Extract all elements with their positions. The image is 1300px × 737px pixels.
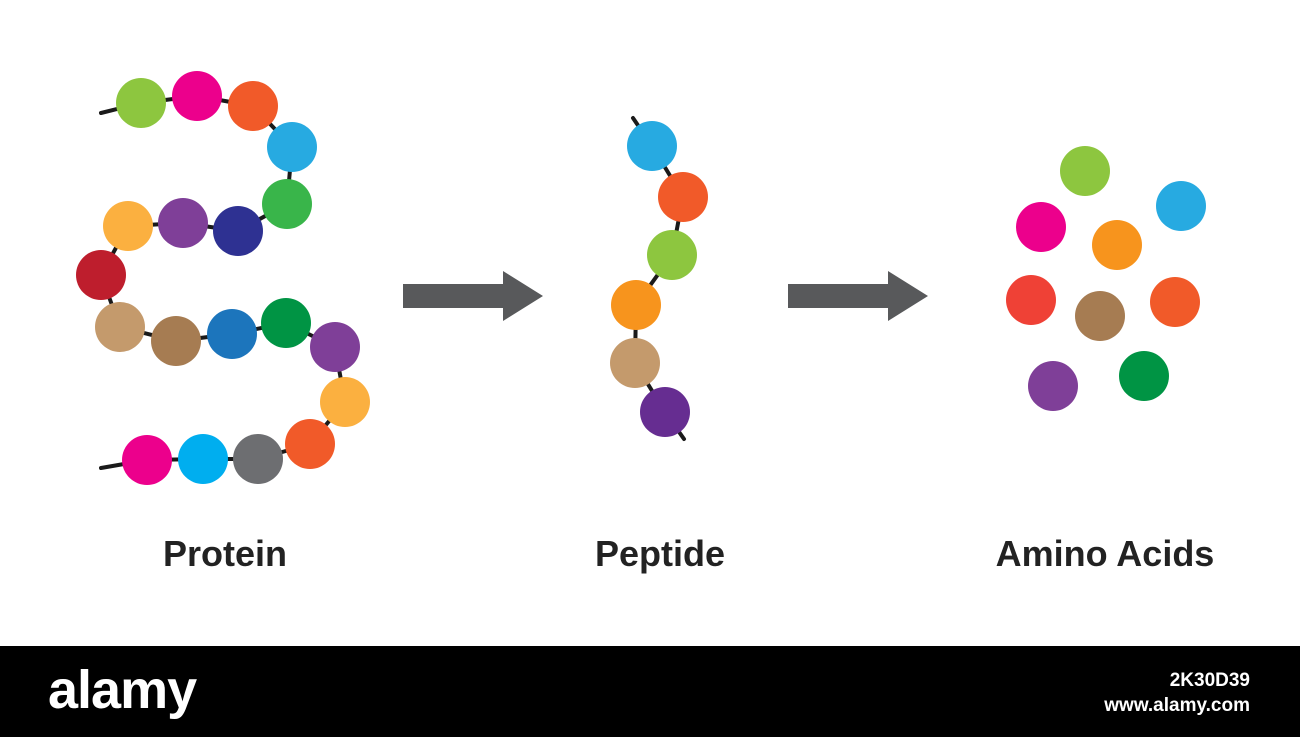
- amino-acid-bead: [1006, 275, 1056, 325]
- protein-bead: [233, 434, 283, 484]
- protein-bead: [95, 302, 145, 352]
- amino-acid-bead: [1028, 361, 1078, 411]
- protein-bead: [116, 78, 166, 128]
- protein-bead: [178, 434, 228, 484]
- peptide-bead: [627, 121, 677, 171]
- peptide-bead: [611, 280, 661, 330]
- amino-acid-bead: [1016, 202, 1066, 252]
- amino-acid-bead: [1092, 220, 1142, 270]
- protein-label: Protein: [162, 533, 287, 574]
- protein-chain: [76, 71, 370, 485]
- amino-acid-bead: [1075, 291, 1125, 341]
- protein-bead: [213, 206, 263, 256]
- protein-bead: [172, 71, 222, 121]
- protein-breakdown-diagram: [76, 71, 1206, 485]
- peptide-label: Peptide: [594, 533, 726, 574]
- protein-bead: [261, 298, 311, 348]
- protein-bead: [207, 309, 257, 359]
- peptide-bead: [640, 387, 690, 437]
- peptide-bead: [610, 338, 660, 388]
- protein-bead: [122, 435, 172, 485]
- arrow-peptide-to-amino-acids: [788, 271, 928, 321]
- protein-bead: [228, 81, 278, 131]
- amino-acids-label: Amino Acids: [995, 533, 1215, 574]
- peptide-chain: [610, 116, 708, 441]
- footer-bar: alamy 2K30D39 www.alamy.com: [0, 646, 1300, 737]
- site-url: www.alamy.com: [1104, 695, 1250, 716]
- amino-acid-cluster: [1006, 146, 1206, 411]
- protein-bead: [158, 198, 208, 248]
- protein-bead: [310, 322, 360, 372]
- amino-acid-bead: [1156, 181, 1206, 231]
- amino-acid-bead: [1060, 146, 1110, 196]
- protein-bead: [151, 316, 201, 366]
- peptide-bead: [658, 172, 708, 222]
- protein-bead: [285, 419, 335, 469]
- amino-acid-bead: [1119, 351, 1169, 401]
- protein-bead: [76, 250, 126, 300]
- protein-bead: [103, 201, 153, 251]
- protein-bead: [262, 179, 312, 229]
- diagram-stage: Protein Peptide Amino Acids: [76, 71, 1215, 574]
- protein-bead: [320, 377, 370, 427]
- brand-logo: alamy: [48, 660, 197, 720]
- arrow-protein-to-peptide: [403, 271, 543, 321]
- peptide-bead: [647, 230, 697, 280]
- image-id: 2K30D39: [1169, 670, 1250, 691]
- protein-bead: [267, 122, 317, 172]
- amino-acid-bead: [1150, 277, 1200, 327]
